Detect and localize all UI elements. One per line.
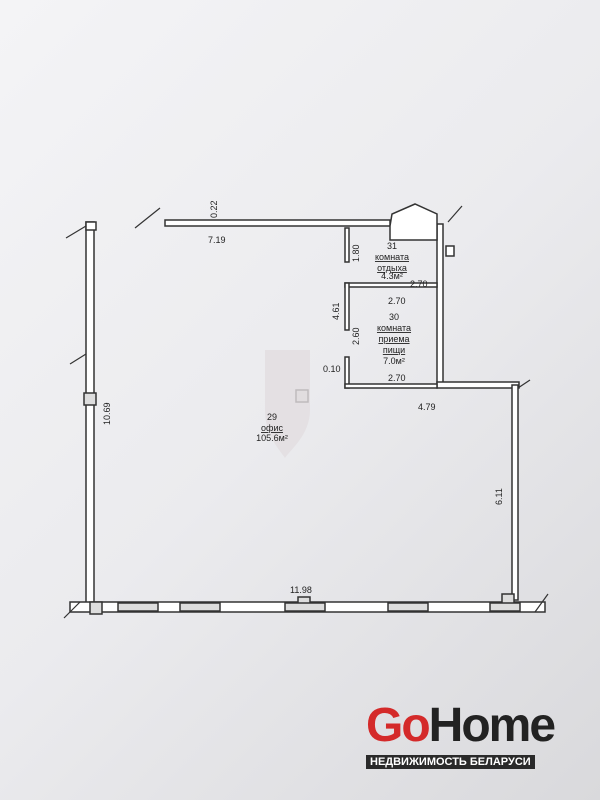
dim-room30-offset: 0.10	[323, 364, 341, 374]
dim-room31-width: 2.70	[410, 279, 428, 289]
logo-tagline: НЕДВИЖИМОСТЬ БЕЛАРУСИ	[366, 755, 535, 769]
step-wall	[436, 381, 520, 389]
shaft	[445, 245, 455, 257]
room30-bottom-wall	[344, 383, 438, 389]
room30-left-wall-upper	[344, 282, 350, 331]
door-swings	[63, 205, 549, 619]
svg-text:отдыха: отдыха	[377, 263, 407, 273]
dim-top-thickness: 0.22	[209, 200, 219, 218]
top-wall	[164, 219, 391, 227]
dim-room30-left: 4.61	[331, 302, 341, 320]
svg-text:офис: офис	[261, 423, 283, 433]
svg-text:4.3м²: 4.3м²	[381, 271, 403, 281]
room31-left-wall	[344, 227, 350, 263]
svg-text:приема: приема	[378, 334, 409, 344]
dim-right-wall: 6.11	[494, 488, 504, 505]
svg-text:комната: комната	[375, 252, 409, 262]
room-30-label: 30 комната приема пищи 7.0м²	[377, 312, 411, 366]
watermark-logo	[265, 350, 310, 458]
gohome-logo: GoHome НЕДВИЖИМОСТЬ БЕЛАРУСИ	[366, 699, 556, 769]
svg-text:7.0м²: 7.0м²	[383, 356, 405, 366]
right-wall	[511, 384, 519, 601]
dim-top-wall: 7.19	[208, 235, 226, 245]
bay-bump	[389, 203, 438, 241]
dim-room30-height: 2.60	[351, 327, 361, 345]
svg-text:105.6м²: 105.6м²	[256, 433, 288, 443]
dim-bottom-wall: 11.98	[290, 585, 312, 595]
dim-left-wall: 10.69	[102, 402, 112, 425]
svg-text:31: 31	[387, 241, 397, 251]
svg-text:пищи: пищи	[383, 345, 405, 355]
dim-step-width: 4.79	[418, 402, 436, 412]
room-31-label: 31 комната отдыха 4.3м²	[375, 241, 409, 281]
svg-text:30: 30	[389, 312, 399, 322]
left-wall	[85, 221, 95, 611]
dim-room31-height: 1.80	[351, 244, 361, 262]
left-top-wall	[85, 221, 97, 231]
svg-text:29: 29	[267, 412, 277, 422]
svg-text:комната: комната	[377, 323, 411, 333]
dim-room30-bottom: 2.70	[388, 373, 406, 383]
room-29-label: 29 офис 105.6м²	[256, 412, 288, 443]
room-right-wall	[436, 223, 444, 387]
dim-room30-top: 2.70	[388, 296, 406, 306]
